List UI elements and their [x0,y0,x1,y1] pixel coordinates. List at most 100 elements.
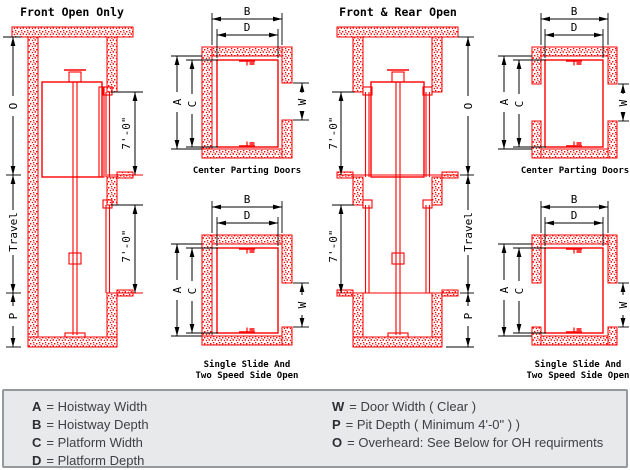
dim-label-door-height-lower: 7'-0" [327,229,340,262]
legend-key: O [332,435,343,450]
elevation-front-rear-open: Front & Rear Open [327,5,475,348]
piston-coupling [391,252,405,265]
legend-panel: A= Hoistway Width B= Hoistway Depth C= P… [2,389,628,468]
dim-door-heights: 7'-0" 7'-0" [327,91,354,293]
hoistway-structure [11,26,143,348]
elevator-car [370,69,425,338]
dim-door-heights: 7'-0" 7'-0" [111,91,143,293]
guide-rail-icon [565,326,583,333]
platform-outline [216,247,279,334]
legend-item: O = Overheard: See Below for OH requirmen… [332,434,603,452]
dim-label-platform-depth: D [244,209,251,222]
legend-text: = Pit Depth ( Minimum 4'-0" ) ) [345,417,521,432]
legend-item: C = Platform Width [32,434,149,452]
plan-caption-single-slide-2: Two Speed Side Open [527,370,630,381]
platform-outline [544,247,604,334]
dim-label-hoistway-depth: B [244,5,251,18]
legend-key: D [32,453,42,468]
plan-single-slide-front: B D A C W Single Slide And Two Speed Sid… [171,193,309,381]
plan-center-parting-front: B D A C W Center Parting Doors [171,5,309,176]
plan-caption-center-parting: Center Parting Doors [193,165,301,176]
dim-label-hoistway-depth: B [244,193,251,206]
piston-coupling [68,252,82,265]
dim-label-overhead: O [7,103,20,110]
right-wall-upper [106,36,118,93]
legend-item: P = Pit Depth ( Minimum 4'-0" ) ) [332,416,603,434]
dim-label-platform-width: C [186,101,199,108]
guide-rail-icon [565,60,583,67]
plan-caption-single-slide-2: Two Speed Side Open [196,370,299,381]
hoistway-structure [336,26,459,348]
dim-label-door-width: W [617,99,630,106]
section-title-front-rear-open: Front & Rear Open [339,5,457,19]
hoistway-doors [362,86,433,293]
pit-slab [27,336,118,348]
dim-label-door-height-lower: 7'-0" [120,229,133,262]
left-wall [27,36,39,348]
legend-text: = Door Width ( Clear ) [349,399,477,414]
dim-label-hoistway-width: A [498,286,511,293]
dim-overhead-travel-pit: O Travel P [446,36,475,348]
legend-key: A [32,399,42,414]
dim-label-overhead: O [462,103,475,110]
elevation-front-open-only: Front Open Only [3,5,143,348]
guide-rail-icon [238,248,256,255]
dim-label-door-width: W [296,98,309,105]
car-door-panel [98,86,105,178]
plan-single-slide-front-rear: B D A C W Single Slide And Two Speed Sid… [498,193,630,381]
plan-caption-single-slide-1: Single Slide And [535,359,622,370]
dim-label-platform-depth: D [571,209,578,222]
guide-rail-icon [238,60,256,67]
dim-label-hoistway-width: A [171,286,184,293]
crosshead [68,71,82,83]
cylinder-base [387,332,409,338]
dim-label-door-width: W [617,301,630,308]
dim-label-hoistway-depth: B [571,193,578,206]
elevator-car [41,69,105,338]
guide-rail-icon [238,326,256,333]
overhead-slab [11,26,134,38]
platform-outline [216,59,279,148]
dim-label-pit: P [7,312,20,319]
pit-slab [352,336,443,348]
overhead-slab [336,26,459,38]
legend-key: B [32,417,42,432]
legend-right-column: W= Door Width ( Clear ) P = Pit Depth ( M… [332,398,603,452]
car-body [41,81,103,178]
car-body [370,81,425,178]
crosshead [391,71,405,83]
section-title-front-open-only: Front Open Only [20,5,124,19]
plan-caption-single-slide-1: Single Slide And [204,359,291,370]
dim-label-door-height-upper: 7'-0" [327,116,340,149]
guide-rail-icon [565,140,583,147]
legend-text: = Platform Depth [46,453,145,468]
legend-item: D = Platform Depth [32,452,149,470]
legend-key: C [32,435,42,450]
legend-key: P [332,417,341,432]
dim-label-platform-width: C [513,101,526,108]
legend-item: B = Hoistway Depth [32,416,149,434]
hoistway-doors [102,86,113,293]
dim-label-platform-depth: D [244,21,251,34]
guide-rail-icon [565,248,583,255]
dim-label-hoistway-depth: B [571,5,578,18]
cylinder-base [64,332,86,338]
plan-caption-center-parting: Center Parting Doors [521,165,629,176]
dim-label-hoistway-width: A [171,98,184,105]
legend-left-column: A= Hoistway Width B= Hoistway Depth C= P… [32,398,149,470]
platform-outline [544,59,604,148]
cad-drawing-canvas: Front Open Only [3,5,630,381]
dim-label-platform-width: C [186,288,199,295]
legend-text: = Overheard: See Below for OH requirment… [347,435,604,450]
guide-rail-icon [238,140,256,147]
dim-overhead-travel-pit: O Travel P [3,36,21,348]
legend-text: = Hoistway Depth [46,417,149,432]
dim-label-door-width: W [296,301,309,308]
plan-center-parting-front-rear: B D A C W Center Parting Doors [498,5,630,176]
legend-text: = Platform Width [46,435,143,450]
legend-item: W= Door Width ( Clear ) [332,398,603,416]
dim-label-pit: P [462,312,475,319]
dim-label-door-height-upper: 7'-0" [120,116,133,149]
dim-label-platform-depth: D [571,21,578,34]
